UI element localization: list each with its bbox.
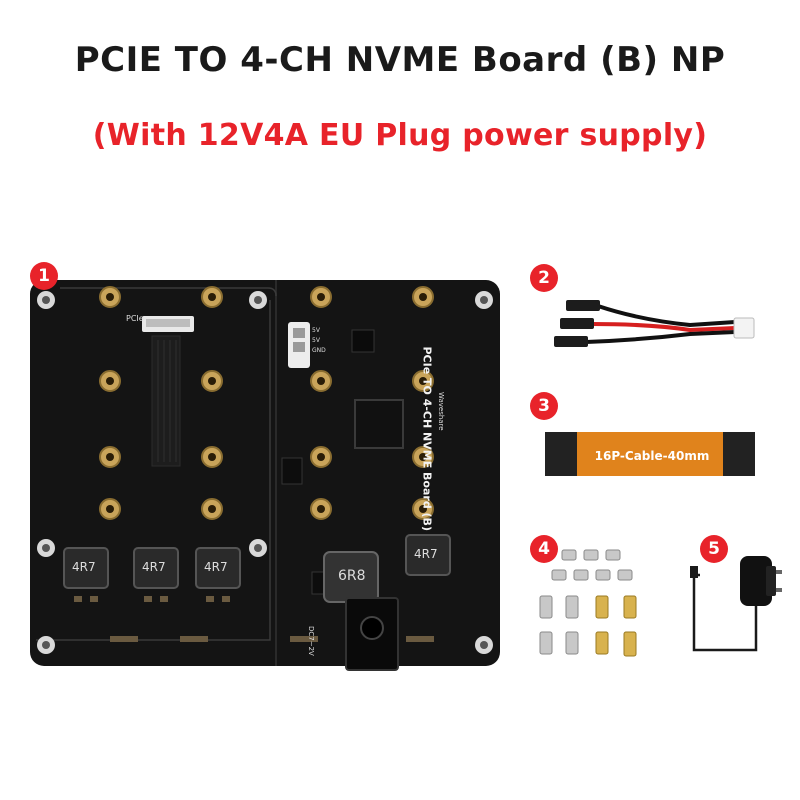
inductor [63,534,451,589]
page-subtitle: (With 12V4A EU Plug power supply) [92,118,708,153]
ffc-cable: 16P-Cable-40mm [545,432,755,476]
item-badge-3: 3 [530,392,558,420]
pcie-label: PCIe [126,314,144,323]
item-badge-2: 2 [530,264,558,292]
screws-and-standoffs [539,549,637,657]
dc-label: DC7~2V [307,626,315,656]
item-badge-4: 4 [530,535,558,563]
power-cable [554,300,755,347]
brand-label: Waveshare [437,392,445,431]
power-pin-labels: 5V 5V GND [312,326,326,356]
item-badge-1: 1 [30,262,58,290]
item-badge-5: 5 [700,535,728,563]
inductor-label: 4R7 [414,547,438,561]
cable-label: 16P-Cable-40mm [595,449,710,463]
inductor-label: 4R7 [204,560,228,574]
main-inductor-label: 6R8 [338,568,366,584]
page-title: PCIE TO 4-CH NVME Board (B) NP [74,40,726,80]
pin-label: 5V [312,327,320,334]
pin-label: GND [312,347,326,354]
mounting-hole [37,291,493,654]
inductor-label: 4R7 [72,560,96,574]
pin-label: 5V [312,337,320,344]
board-label: PCIe TO 4-CH NVME Board (B) [420,346,434,531]
nvme-board [30,280,500,671]
inductor-label: 4R7 [142,560,166,574]
power-adapter [690,556,782,652]
